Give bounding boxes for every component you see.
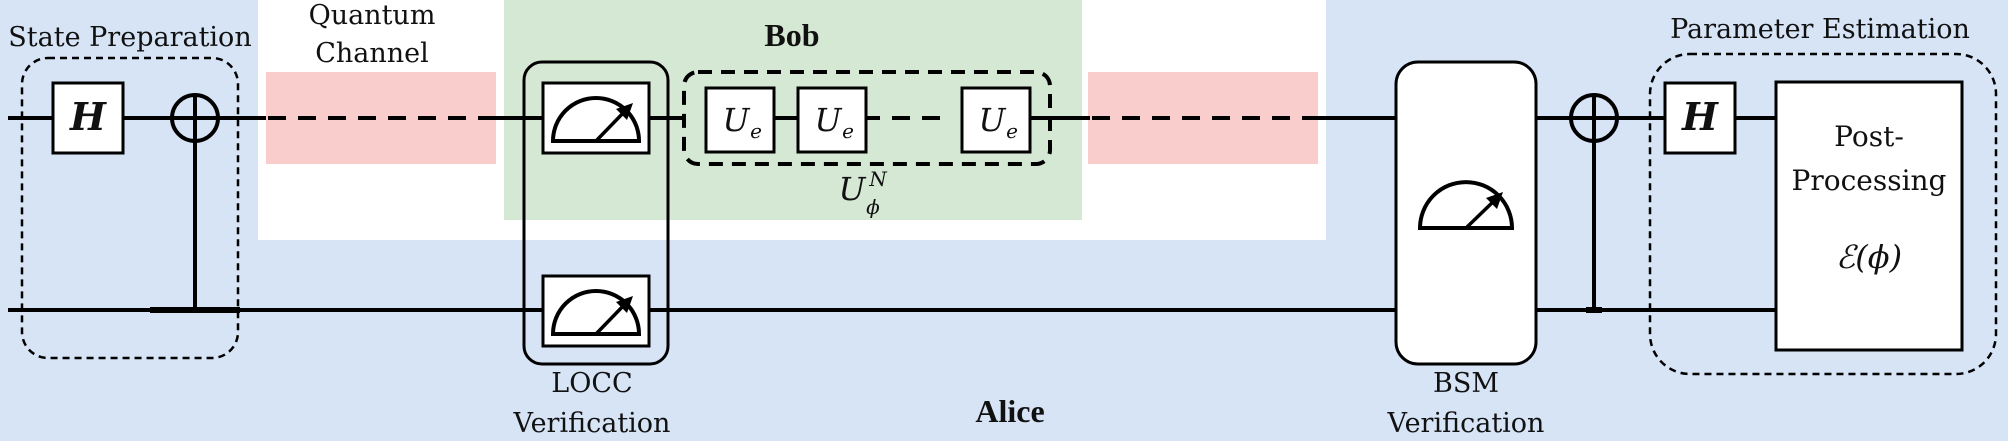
state-preparation-label: State Preparation bbox=[8, 22, 251, 53]
svg-text:e: e bbox=[842, 119, 854, 143]
locc-label-2: Verification bbox=[513, 408, 671, 439]
parameter-estimation-box bbox=[1648, 52, 1998, 376]
bob-label: Bob bbox=[764, 17, 819, 53]
svg-text:e: e bbox=[1006, 119, 1018, 143]
hadamard-label-right: H bbox=[1681, 94, 1719, 139]
unitary-total-label: U N ϕ bbox=[839, 167, 889, 219]
hadamard-gate-right bbox=[1663, 81, 1737, 155]
post-processing-label-1: Post- bbox=[1834, 120, 1904, 153]
unitary-gate-3: U e bbox=[960, 86, 1032, 154]
unitary-gate-1: U e bbox=[704, 86, 776, 154]
svg-text:e: e bbox=[750, 119, 762, 143]
hadamard-label-left: H bbox=[69, 94, 107, 139]
locc-label-1: LOCC bbox=[551, 368, 632, 399]
bsm-label-1: BSM bbox=[1433, 368, 1499, 399]
alice-label: Alice bbox=[975, 393, 1044, 429]
quantum-channel-label-1: Quantum bbox=[309, 0, 436, 31]
meter-icon bbox=[541, 81, 651, 155]
hadamard-gate-left bbox=[51, 81, 125, 155]
quantum-channel-label-2: Channel bbox=[315, 38, 429, 69]
svg-text:U: U bbox=[839, 170, 867, 208]
cnot-target-icon bbox=[170, 93, 220, 143]
bsm-label-2: Verification bbox=[1387, 408, 1545, 439]
locc-verification-box bbox=[522, 60, 670, 366]
post-processing-label-2: Processing bbox=[1792, 164, 1947, 197]
svg-text:U: U bbox=[815, 101, 843, 139]
estimator-label: ℰ(ϕ) bbox=[1836, 238, 1902, 276]
svg-text:U: U bbox=[723, 101, 751, 139]
unitary-gate-2: U e bbox=[796, 86, 868, 154]
unitary-group-box bbox=[682, 70, 1052, 166]
parameter-estimation-label: Parameter Estimation bbox=[1670, 14, 1970, 45]
meter-icon bbox=[1417, 180, 1515, 230]
cnot-target-icon bbox=[1569, 93, 1619, 143]
svg-text:U: U bbox=[979, 101, 1007, 139]
svg-text:ϕ: ϕ bbox=[866, 195, 880, 219]
svg-text:N: N bbox=[868, 167, 888, 191]
post-processing-box bbox=[1774, 80, 1964, 352]
state-preparation-box bbox=[20, 56, 240, 360]
meter-icon bbox=[541, 274, 651, 348]
